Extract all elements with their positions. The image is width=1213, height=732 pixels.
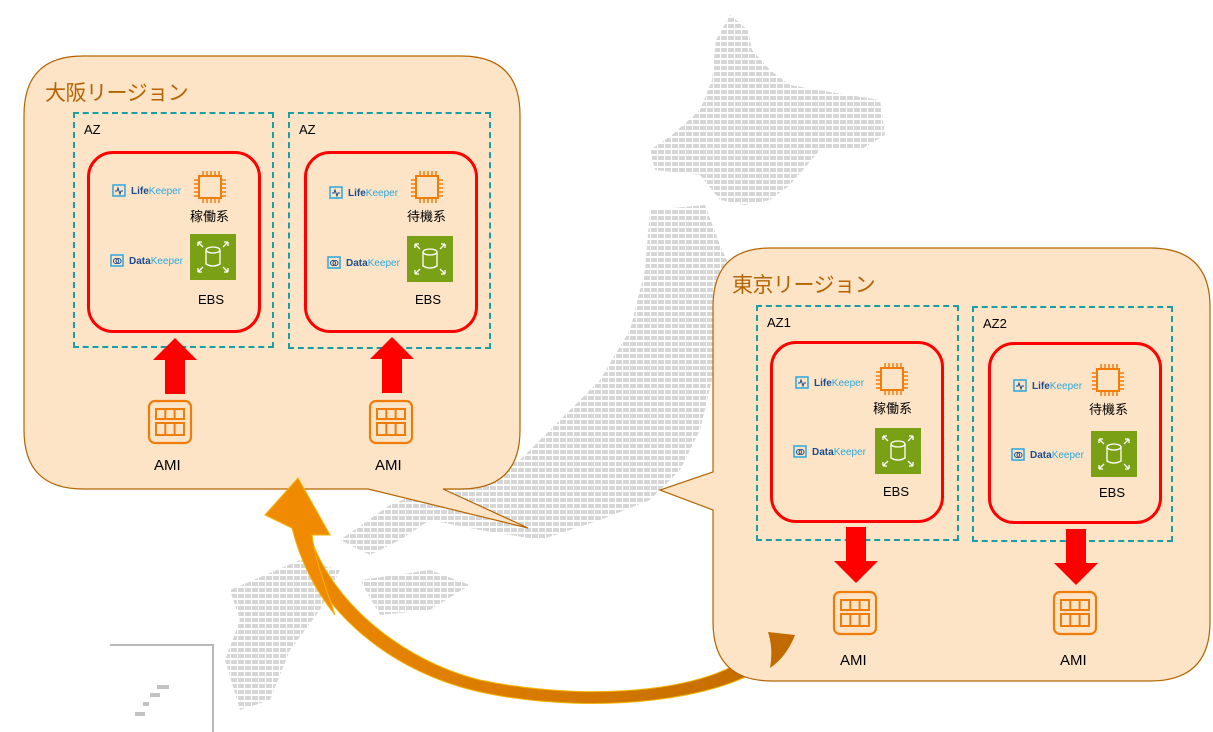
datakeeper-icon <box>327 256 341 269</box>
ebs-volume-icon <box>190 234 236 280</box>
launch-from-ami-arrow-up <box>370 337 414 393</box>
map-honshu <box>340 205 740 555</box>
ebs-label: EBS <box>883 484 910 499</box>
datakeeper-strong: Data <box>1030 449 1052 461</box>
lifekeeper-icon <box>795 376 809 389</box>
instance-role: 稼働系 <box>873 402 913 417</box>
ebs-volume-icon <box>1091 431 1137 477</box>
datakeeper-strong: Data <box>812 446 834 458</box>
ami-icon <box>368 399 414 445</box>
lifekeeper-strong: Life <box>814 377 832 389</box>
ami-label: AMI <box>154 457 181 474</box>
ami-label: AMI <box>1060 652 1087 669</box>
create-ami-arrow-down <box>834 527 878 583</box>
lifekeeper-icon <box>1013 379 1027 392</box>
ami-icon <box>147 399 193 445</box>
datakeeper-light: Keeper <box>367 257 400 269</box>
ec2-chip-icon <box>1092 364 1124 396</box>
datakeeper-light: Keeper <box>1051 449 1084 461</box>
ebs-volume-icon <box>407 236 453 282</box>
create-ami-arrow-down <box>1054 529 1098 585</box>
az-label: AZ1 <box>767 315 791 330</box>
az-label: AZ <box>84 122 101 137</box>
ami-icon <box>1052 590 1098 636</box>
lifekeeper-strong: Life <box>348 187 366 199</box>
ebs-label: EBS <box>415 292 442 307</box>
map-shikoku <box>360 570 470 615</box>
datakeeper-icon <box>793 445 807 458</box>
datakeeper-icon <box>110 254 124 267</box>
datakeeper-light: Keeper <box>833 446 866 458</box>
ebs-label: EBS <box>1099 485 1126 500</box>
lifekeeper-light: Keeper <box>365 187 399 199</box>
datakeeper-light: Keeper <box>150 255 183 267</box>
lifekeeper-icon <box>112 184 126 197</box>
lifekeeper-light: Keeper <box>148 185 182 197</box>
ebs-volume-icon <box>875 428 921 474</box>
lifekeeper-strong: Life <box>131 185 149 197</box>
instance-role: 待機系 <box>1089 403 1129 418</box>
az-label: AZ <box>299 122 316 137</box>
ami-label: AMI <box>840 652 867 669</box>
lifekeeper-icon <box>329 186 343 199</box>
az-label: AZ2 <box>983 316 1007 331</box>
ec2-chip-icon <box>876 363 908 395</box>
instance-role: 待機系 <box>407 210 447 225</box>
lifekeeper-light: Keeper <box>831 377 865 389</box>
map-hokkaido <box>650 15 885 205</box>
region-title: 東京リージョン <box>732 273 876 297</box>
lifekeeper-light: Keeper <box>1049 380 1083 392</box>
ec2-chip-icon <box>194 171 226 203</box>
okinawa-inset-frame <box>110 644 214 732</box>
datakeeper-strong: Data <box>346 257 368 269</box>
region-title: 大阪リージョン <box>45 81 189 105</box>
ami-icon <box>832 590 878 636</box>
lifekeeper-strong: Life <box>1032 380 1050 392</box>
datakeeper-icon <box>1011 448 1025 461</box>
datakeeper-strong: Data <box>129 255 151 267</box>
launch-from-ami-arrow-up <box>153 338 197 394</box>
ami-label: AMI <box>375 457 402 474</box>
instance-role: 稼働系 <box>190 210 230 225</box>
ec2-chip-icon <box>411 171 443 203</box>
ebs-label: EBS <box>198 292 225 307</box>
